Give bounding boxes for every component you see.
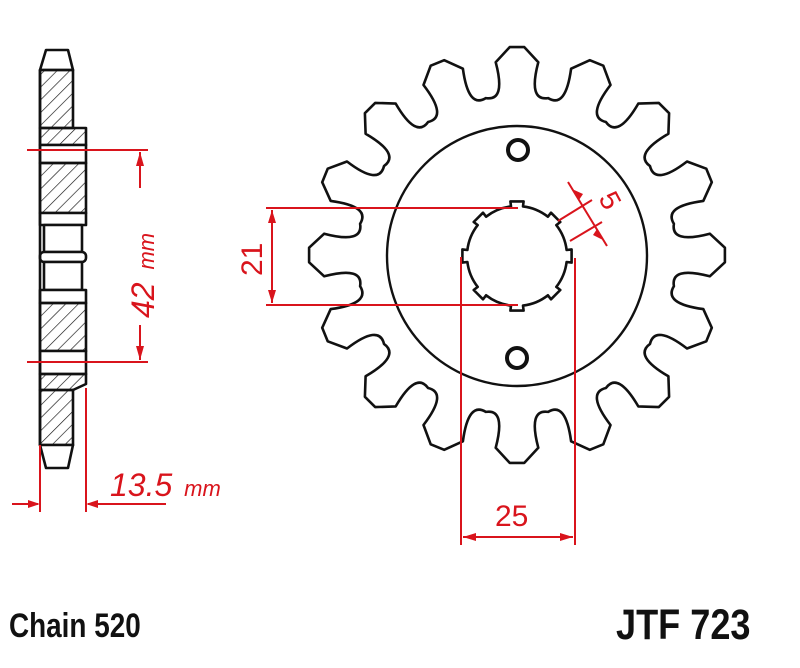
sprocket-front-view [307, 45, 727, 465]
sprocket-teeth-outline [307, 45, 727, 465]
pitch-diameter-dimension [27, 149, 148, 363]
spline-height-dimension [266, 207, 518, 306]
side-profile-view [38, 48, 88, 470]
upper-hub-section [38, 161, 88, 215]
lower-tooth-section [38, 388, 75, 447]
lower-hub-step [38, 372, 88, 392]
pitch-diameter-label: 42 mm [125, 233, 161, 318]
lower-hub-section [38, 301, 88, 353]
part-number-label: JTF 723 [616, 601, 751, 649]
key-width-label: 5 [593, 186, 628, 214]
spline-height-label: 21 [236, 243, 269, 276]
bottom-tooth-tip [38, 443, 75, 470]
upper-tooth-section [38, 68, 75, 130]
chain-size-label: Chain 520 [9, 607, 141, 645]
key-width-dimension [557, 181, 608, 247]
upper-hub-step [38, 126, 88, 147]
spline-width-dimension [460, 257, 576, 545]
mounting-hole-bottom [505, 346, 529, 370]
spline-bore-outline [461, 200, 573, 312]
thickness-dimension [12, 388, 166, 512]
thickness-label: 13.5 mm [110, 467, 221, 503]
spline-slot-upper [42, 223, 84, 254]
mounting-hole-top [506, 138, 530, 162]
spline-slot-lower [42, 260, 84, 292]
hub-circle [385, 124, 649, 388]
top-tooth-tip [38, 48, 75, 72]
spline-width-label: 25 [495, 500, 528, 533]
